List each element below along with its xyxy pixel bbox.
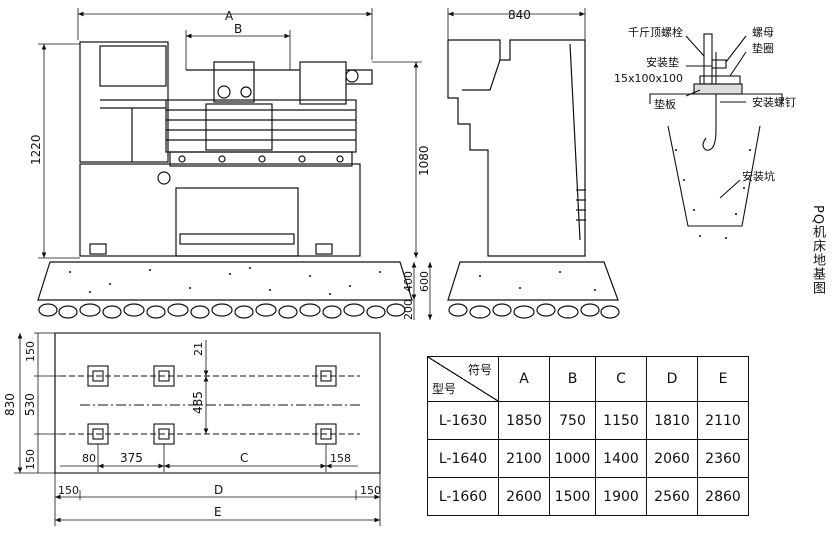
table-cell: 1850 <box>498 401 550 440</box>
label-anchor-bolt: 安装螺钉 <box>752 95 796 109</box>
foundation-slab-front <box>37 261 413 319</box>
col-header: A <box>498 356 550 402</box>
dim-840-label: 840 <box>508 8 531 22</box>
anchor-pad <box>153 365 175 387</box>
plan-view <box>14 332 381 526</box>
label-pad-size: 15x100x100 <box>614 72 683 85</box>
col-header: E <box>697 356 749 402</box>
row-model: L-1630 <box>427 401 499 440</box>
table-cell: 2060 <box>646 439 698 478</box>
table-cell: 2100 <box>498 439 550 478</box>
foundation-slab-side <box>447 261 620 319</box>
dim-150-top-label: 150 <box>24 341 37 362</box>
anchor-detail <box>649 33 783 239</box>
front-dimensions <box>38 8 433 320</box>
table-cell: 2110 <box>697 401 749 440</box>
table-cell: 2560 <box>646 477 698 516</box>
label-nut: 螺母 <box>752 26 774 39</box>
dim-830-label: 830 <box>3 393 17 416</box>
label-washer: 垫圈 <box>752 41 774 55</box>
label-pit: 安装坑 <box>742 169 775 183</box>
label-jack-bolt: 千斤顶螺栓 <box>628 25 683 39</box>
table-row: L-1640 2100 1000 1400 2060 2360 <box>427 439 749 478</box>
dim-A-label: A <box>225 9 234 23</box>
col-header: D <box>646 356 698 402</box>
dim-530-label: 530 <box>23 393 37 416</box>
drawing-title: PQ机床地基图 <box>810 205 825 296</box>
table-cell: 2860 <box>697 477 749 516</box>
lathe-front-view <box>79 41 373 257</box>
table-cell: 1400 <box>595 439 647 478</box>
table-row: L-1660 2600 1500 1900 2560 2860 <box>427 477 749 516</box>
table-row: L-1630 1850 750 1150 1810 2110 <box>427 401 749 440</box>
table-cell: 1000 <box>549 439 596 478</box>
lathe-side-view <box>447 39 586 257</box>
table-corner-header: 符号 型号 <box>427 356 499 402</box>
anchor-pad <box>315 365 337 387</box>
dim-400-label: 400 <box>402 271 415 292</box>
table-cell: 1150 <box>595 401 647 440</box>
table-cell: 1900 <box>595 477 647 516</box>
label-shim: 垫板 <box>654 97 676 111</box>
col-header: B <box>549 356 596 402</box>
row-model: L-1660 <box>427 477 499 516</box>
dim-375-label: 375 <box>120 451 143 465</box>
dim-600-label: 600 <box>418 271 431 292</box>
table-header-row: 符号 型号 A B C D E <box>427 356 749 402</box>
dim-80-label: 80 <box>82 452 96 465</box>
header-model: 型号 <box>432 382 457 396</box>
dim-485-label: 485 <box>191 391 205 414</box>
dimension-table: 符号 型号 A B C D E L-1630 1850 750 1150 181… <box>427 356 749 516</box>
dim-150-bottom-label: 150 <box>24 449 37 470</box>
dim-150-right-label: 150 <box>360 484 381 497</box>
anchor-pad <box>87 365 109 387</box>
dim-158-label: 158 <box>330 452 351 465</box>
label-install-pad: 安装垫 <box>646 55 679 69</box>
dim-200-label: 200 <box>402 299 415 320</box>
dim-21-label: 21 <box>192 342 205 356</box>
table-cell: 2600 <box>498 477 550 516</box>
table-cell: 1810 <box>646 401 698 440</box>
dim-D-label: D <box>214 483 223 497</box>
col-header: C <box>595 356 647 402</box>
table-cell: 2360 <box>697 439 749 478</box>
dim-B-label: B <box>234 22 242 36</box>
dim-E-label: E <box>214 505 222 519</box>
table-cell: 1500 <box>549 477 596 516</box>
header-symbol: 符号 <box>467 363 492 377</box>
dim-1220-label: 1220 <box>29 134 43 165</box>
table-cell: 750 <box>549 401 596 440</box>
dim-C-label: C <box>240 451 248 465</box>
dim-1080-label: 1080 <box>417 145 431 176</box>
row-model: L-1640 <box>427 439 499 478</box>
side-dimension <box>447 8 586 40</box>
dim-150-left-label: 150 <box>58 484 79 497</box>
